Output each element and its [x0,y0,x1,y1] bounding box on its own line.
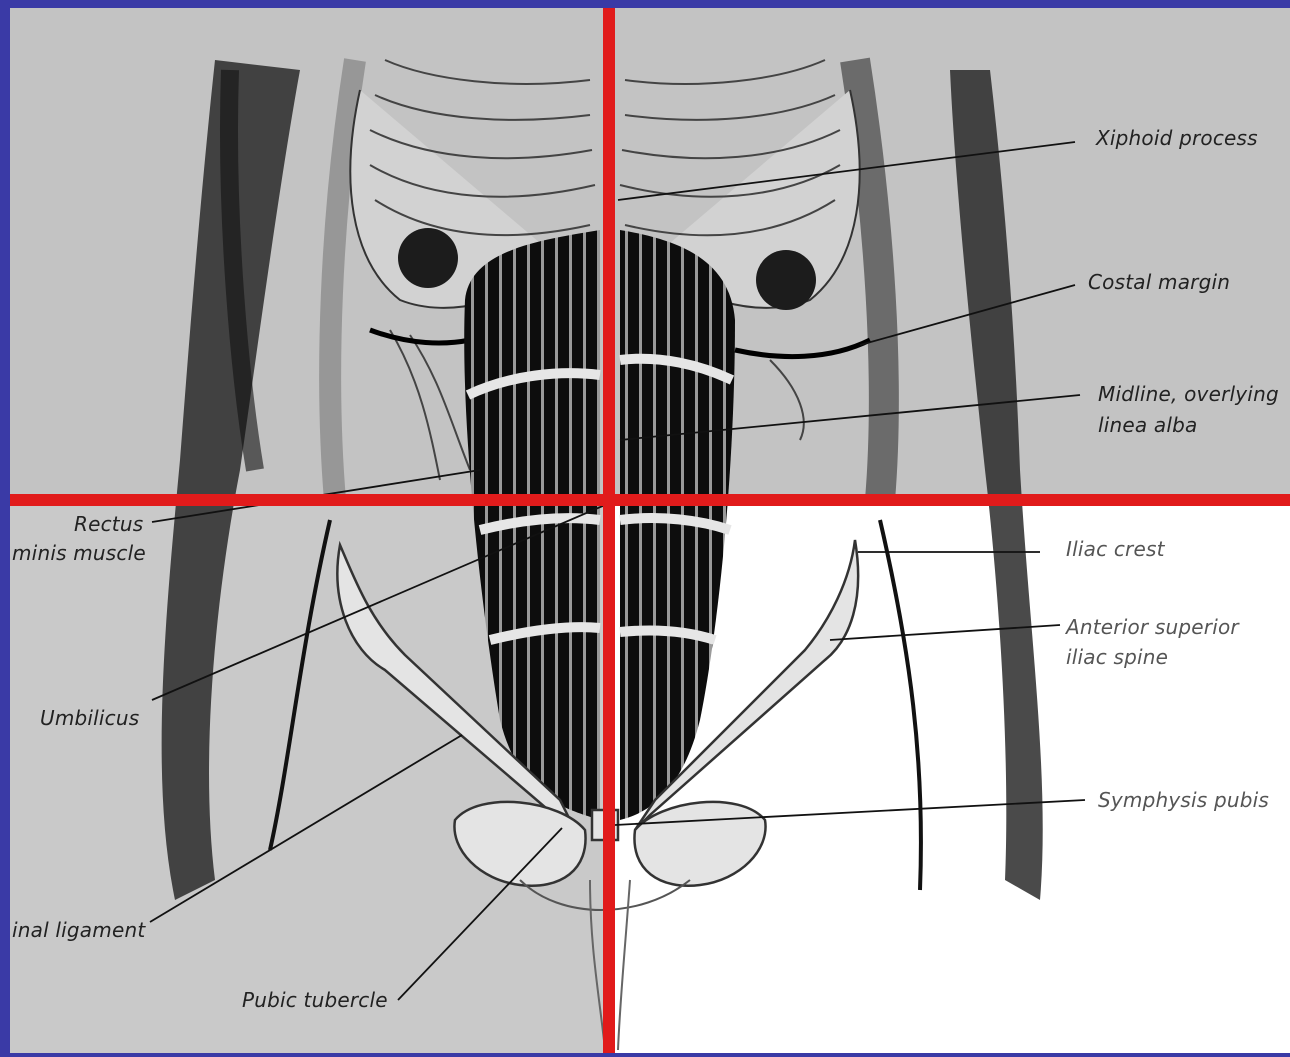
left-nipple [398,228,458,288]
label-umbilicus: Umbilicus [40,706,139,730]
label-inguinal-ligament: inal ligament [12,918,145,942]
label-midline-line1: Midline, overlying [1098,382,1279,406]
label-symphysis-pubis: Symphysis pubis [1098,788,1269,812]
label-midline-line2: linea alba [1098,413,1197,437]
label-asis-line1: Anterior superior [1066,615,1239,639]
right-nipple [756,250,816,310]
label-rectus-line1: Rectus [74,512,143,536]
label-asis-line2: iliac spine [1066,645,1168,669]
label-xiphoid-process: Xiphoid process [1096,126,1258,150]
label-rectus-line2: minis muscle [12,541,146,565]
label-iliac-crest: Iliac crest [1066,537,1165,561]
horizontal-umbilical-divider [10,494,1290,506]
label-costal-margin: Costal margin [1088,270,1230,294]
label-pubic-tubercle: Pubic tubercle [242,988,388,1012]
vertical-midline-divider [603,8,615,1053]
